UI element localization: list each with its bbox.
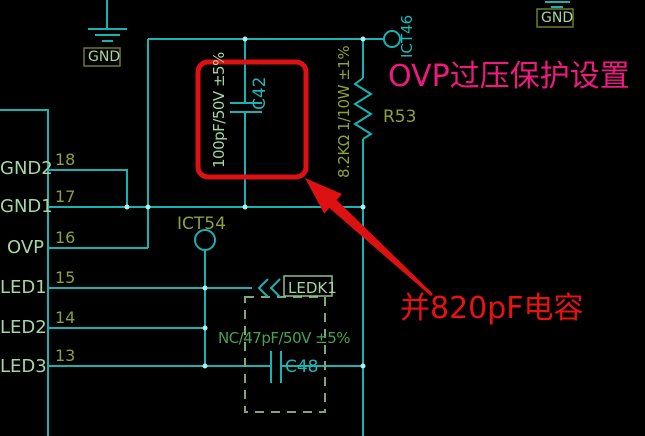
component-outline[interactable] <box>0 109 49 436</box>
pin-number-18: 18 <box>55 150 76 169</box>
annotation-arrow-icon[interactable] <box>305 178 433 297</box>
c42-value[interactable]: 100pF/50V ±5% <box>210 52 228 168</box>
nc-dashed-box <box>244 296 326 413</box>
junction-dots <box>124 36 366 369</box>
ground-symbol-icon[interactable] <box>545 1 570 8</box>
parallel-cap-note[interactable]: 并820pF电容 <box>400 291 584 326</box>
wire-net[interactable] <box>48 38 384 436</box>
ovp-protection-note[interactable]: OVP过压保护设置 <box>388 59 630 94</box>
c48-designator[interactable]: C48 <box>285 357 319 377</box>
r53-value[interactable]: 8.2KΩ 1/10W ±1% <box>335 45 353 178</box>
pin-name-led1: LED1 <box>0 277 47 298</box>
pin-name-ovp: OVP <box>6 237 44 258</box>
ict54-label[interactable]: ICT54 <box>177 214 226 234</box>
ledk1-label[interactable]: LEDK1 <box>288 279 337 297</box>
pin-number-13: 13 <box>55 346 76 365</box>
pin-number-15: 15 <box>55 268 76 287</box>
gnd-label-top-right[interactable]: GND <box>541 10 574 26</box>
r53-designator[interactable]: R53 <box>383 107 417 127</box>
resistor-r53-icon[interactable] <box>353 77 373 140</box>
gnd-label-top-left[interactable]: GND <box>88 49 121 65</box>
ict46-label[interactable]: ICT46 <box>398 14 416 58</box>
port-ledk1-icon[interactable] <box>257 275 333 298</box>
ground-label-box[interactable] <box>83 47 121 67</box>
wire-segment[interactable] <box>48 169 128 207</box>
pin-number-14: 14 <box>55 308 76 327</box>
pin-name-gnd1: GND1 <box>0 196 53 217</box>
pin-name-gnd2: GND2 <box>0 158 53 179</box>
pin-number-16: 16 <box>55 228 76 247</box>
testpoint-ict46-icon[interactable] <box>383 30 401 48</box>
c48-value[interactable]: NC/47pF/50V ±5% <box>218 329 351 347</box>
highlight-box[interactable] <box>195 59 309 180</box>
capacitor-c42-icon[interactable] <box>230 102 262 113</box>
c42-designator[interactable]: C42 <box>250 76 270 110</box>
pin-name-led2: LED2 <box>0 317 47 338</box>
ground-symbol-icon[interactable] <box>88 0 127 42</box>
ground-label-box[interactable] <box>536 8 574 28</box>
pin-name-led3: LED3 <box>0 356 47 377</box>
testpoint-ict54-icon[interactable] <box>194 229 216 251</box>
pin-number-17: 17 <box>55 187 76 206</box>
capacitor-c48-icon[interactable] <box>270 351 282 383</box>
